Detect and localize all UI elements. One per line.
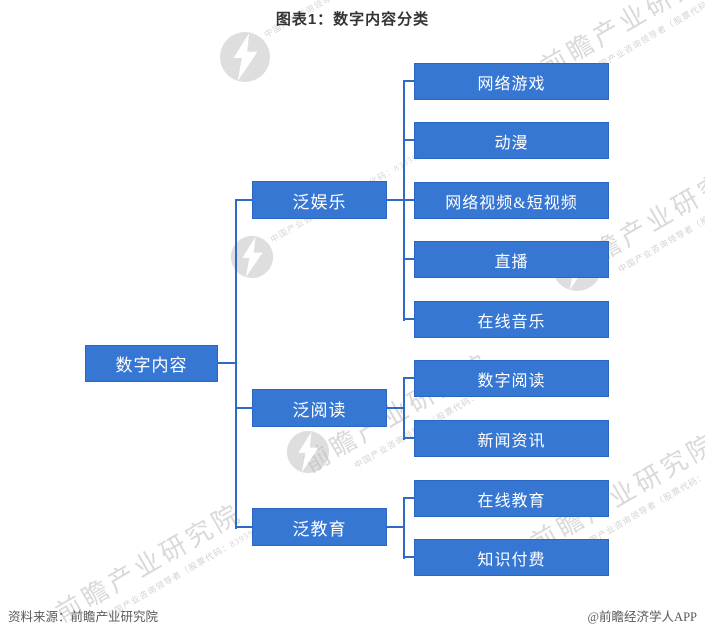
leaf-node-news-information: 新闻资讯 xyxy=(414,420,609,457)
watermark-small-text: 中国产业咨询领导者（股票代码：839599） xyxy=(616,173,705,275)
connector-line xyxy=(403,80,414,82)
connector-line xyxy=(403,139,414,141)
connector-line xyxy=(403,556,414,558)
qianzhan-logo-icon xyxy=(220,32,270,82)
connector-line xyxy=(403,258,414,260)
connector-line xyxy=(387,526,404,528)
connector-line xyxy=(403,199,414,201)
connector-line xyxy=(218,362,236,364)
credit-badge: @前瞻经济学人APP xyxy=(587,610,697,624)
branch-node-pan-reading: 泛阅读 xyxy=(252,389,387,427)
leaf-node-live-streaming: 直播 xyxy=(414,241,609,278)
connector-line xyxy=(403,377,414,379)
page-title: 图表1：数字内容分类 xyxy=(275,11,430,28)
leaf-node-digital-reading: 数字阅读 xyxy=(414,360,609,397)
connector-line xyxy=(403,377,405,440)
leaf-node-animation: 动漫 xyxy=(414,122,609,159)
source-note: 资料来源：前瞻产业研究院 xyxy=(8,610,159,624)
leaf-node-online-games: 网络游戏 xyxy=(414,63,609,100)
root-node-digital-content: 数字内容 xyxy=(85,345,218,382)
branch-node-pan-entertainment: 泛娱乐 xyxy=(252,181,387,219)
connector-line xyxy=(236,407,252,409)
connector-line xyxy=(236,526,252,528)
qianzhan-logo-icon xyxy=(286,430,330,474)
connector-line xyxy=(403,318,414,320)
connector-line xyxy=(403,437,414,439)
branch-node-pan-education: 泛教育 xyxy=(252,508,387,546)
connector-line xyxy=(387,199,404,201)
connector-line xyxy=(403,497,414,499)
leaf-node-online-short-video: 网络视频&短视频 xyxy=(414,182,609,219)
leaf-node-online-education: 在线教育 xyxy=(414,480,609,517)
connector-line xyxy=(235,199,237,529)
connector-line xyxy=(236,199,252,201)
leaf-node-paid-knowledge: 知识付费 xyxy=(414,539,609,576)
leaf-node-online-music: 在线音乐 xyxy=(414,301,609,338)
connector-line xyxy=(403,497,405,559)
connector-line xyxy=(387,407,404,409)
